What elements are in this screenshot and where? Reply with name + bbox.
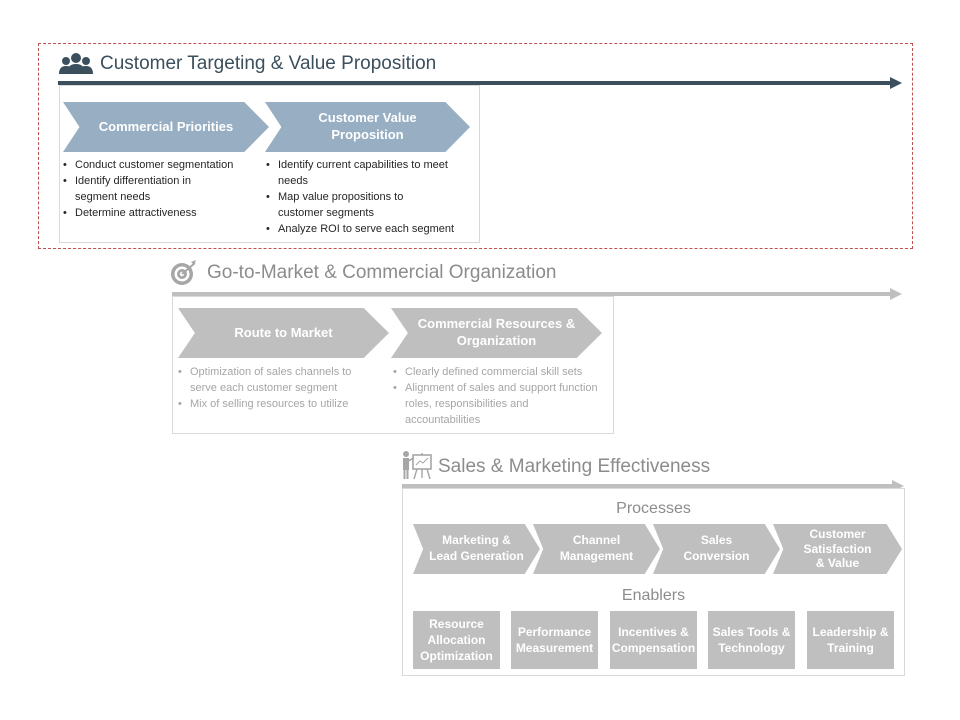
people-group-icon: [58, 52, 94, 76]
bullet-list: Optimization of sales channels to serve …: [176, 364, 381, 412]
processes-heading: Processes: [616, 500, 691, 517]
bullet-item: Determine attractiveness: [61, 205, 261, 221]
bullet-item: Analyze ROI to serve each segment: [264, 221, 474, 237]
chevron-label: Commercial Resources & Organization: [417, 316, 576, 348]
highlight-frame: [38, 43, 913, 249]
section-title: Go-to-Market & Commercial Organization: [207, 262, 557, 283]
enabler-box: Incentives & Compensation: [610, 611, 697, 669]
timeline-arrow: [402, 484, 894, 488]
bullet-list: Clearly defined commercial skill sets Al…: [391, 364, 611, 428]
chevron-commercial-priorities: Commercial Priorities: [63, 102, 269, 152]
chevron-label: Route to Market: [234, 324, 333, 340]
process-label: Sales Conversion: [683, 533, 750, 563]
bullet-item: Conduct customer segmentation: [61, 157, 261, 173]
arrow-head-icon: [890, 288, 902, 300]
process-chevron: Customer Satisfaction & Value: [773, 524, 902, 574]
target-icon: [170, 259, 198, 287]
chevron-label: Customer Value Proposition: [318, 110, 417, 142]
timeline-arrow: [58, 81, 892, 85]
enabler-box: Performance Measurement: [511, 611, 598, 669]
chevron-commercial-resources: Commercial Resources & Organization: [391, 308, 602, 358]
enabler-label: Incentives & Compensation: [611, 624, 696, 655]
presenter-icon: [401, 450, 433, 480]
bullet-item: Map value propositions to customer segme…: [264, 189, 438, 221]
bullet-item: Mix of selling resources to utilize: [176, 396, 381, 412]
enabler-box: Resource Allocation Optimization: [413, 611, 500, 669]
chevron-customer-value-proposition: Customer Value Proposition: [265, 102, 470, 152]
chevron-label: Commercial Priorities: [98, 118, 234, 134]
enabler-box: Leadership & Training: [807, 611, 894, 669]
process-chevron: Channel Management: [533, 524, 660, 574]
bullet-item: Clearly defined commercial skill sets: [391, 364, 611, 380]
process-label: Customer Satisfaction & Value: [803, 527, 872, 571]
process-label: Channel Management: [559, 533, 634, 563]
process-chevron: Sales Conversion: [653, 524, 780, 574]
enabler-label: Performance Measurement: [515, 624, 594, 655]
section-title: Customer Targeting & Value Proposition: [100, 53, 437, 74]
process-label: Marketing & Lead Generation: [429, 533, 524, 563]
bullet-item: Identify differentiation in segment need…: [61, 173, 225, 205]
timeline-arrow: [172, 292, 892, 296]
bullet-item: Alignment of sales and support function …: [391, 380, 605, 428]
bullet-list: Identify current capabilities to meet ne…: [264, 157, 474, 237]
bullet-list: Conduct customer segmentation Identify d…: [61, 157, 261, 221]
section-title: Sales & Marketing Effectiveness: [438, 456, 711, 477]
enabler-box: Sales Tools & Technology: [708, 611, 795, 669]
chevron-route-to-market: Route to Market: [178, 308, 389, 358]
enabler-label: Sales Tools & Technology: [712, 624, 791, 655]
enablers-heading: Enablers: [621, 587, 686, 604]
bullet-item: Optimization of sales channels to serve …: [176, 364, 381, 396]
process-chevron: Marketing & Lead Generation: [413, 524, 540, 574]
enabler-label: Leadership & Training: [812, 624, 889, 655]
arrow-head-icon: [890, 77, 902, 89]
bullet-item: Identify current capabilities to meet ne…: [264, 157, 453, 189]
enabler-label: Resource Allocation Optimization: [420, 616, 493, 664]
